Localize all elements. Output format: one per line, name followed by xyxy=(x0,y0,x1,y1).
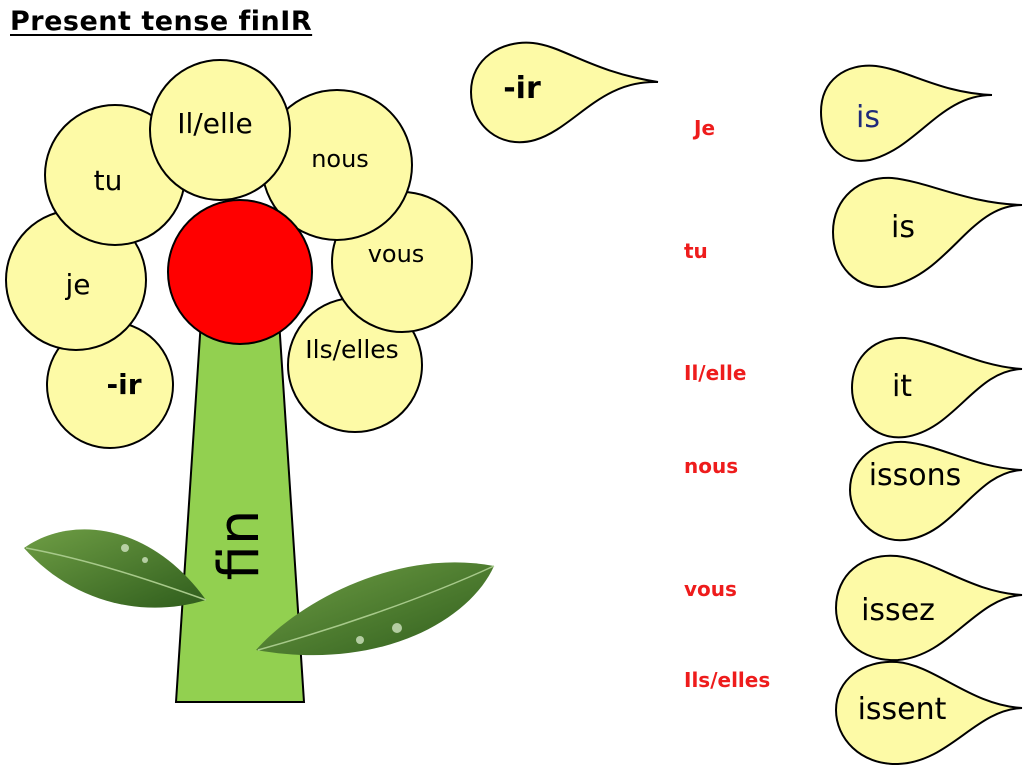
answer-label: issez xyxy=(861,593,935,628)
petal-label: tu xyxy=(94,164,123,197)
flower-center xyxy=(167,199,313,345)
petal-label: Ils/elles xyxy=(305,335,398,364)
petal-label: nous xyxy=(311,145,369,173)
raindrop-icon xyxy=(819,64,993,162)
pronoun-je: Je xyxy=(694,116,716,140)
answer-label: issons xyxy=(869,458,962,493)
petal-label: je xyxy=(64,268,90,301)
raindrop-icon xyxy=(834,554,1023,662)
leaf-icon xyxy=(24,529,207,608)
raindrop-icon xyxy=(469,41,659,144)
raindrop-icon xyxy=(850,336,1023,439)
pronoun-ils-elles: Ils/elles xyxy=(684,668,771,692)
petal-label: -ir xyxy=(106,368,141,401)
answer-label: is xyxy=(891,210,915,245)
petal-label: vous xyxy=(368,240,425,268)
pronoun-nous: nous xyxy=(684,454,739,478)
petal xyxy=(149,59,291,201)
pronoun-il-elle: Il/elle xyxy=(684,361,747,385)
raindrop-icon xyxy=(848,440,1023,542)
answer-label: is xyxy=(856,100,880,135)
raindrop-icon xyxy=(831,176,1023,289)
petal-label: Il/elle xyxy=(177,107,252,140)
answer-label: issent xyxy=(858,692,947,727)
answer-label: it xyxy=(892,369,912,404)
pronoun-vous: vous xyxy=(684,577,737,601)
ending-label: -ir xyxy=(503,71,541,106)
leaf-icon xyxy=(256,562,495,656)
stem-label: fin xyxy=(207,510,272,581)
pronoun-tu: tu xyxy=(684,239,708,263)
raindrop-icon xyxy=(834,660,1023,766)
page-title: Present tense finIR xyxy=(10,6,313,37)
